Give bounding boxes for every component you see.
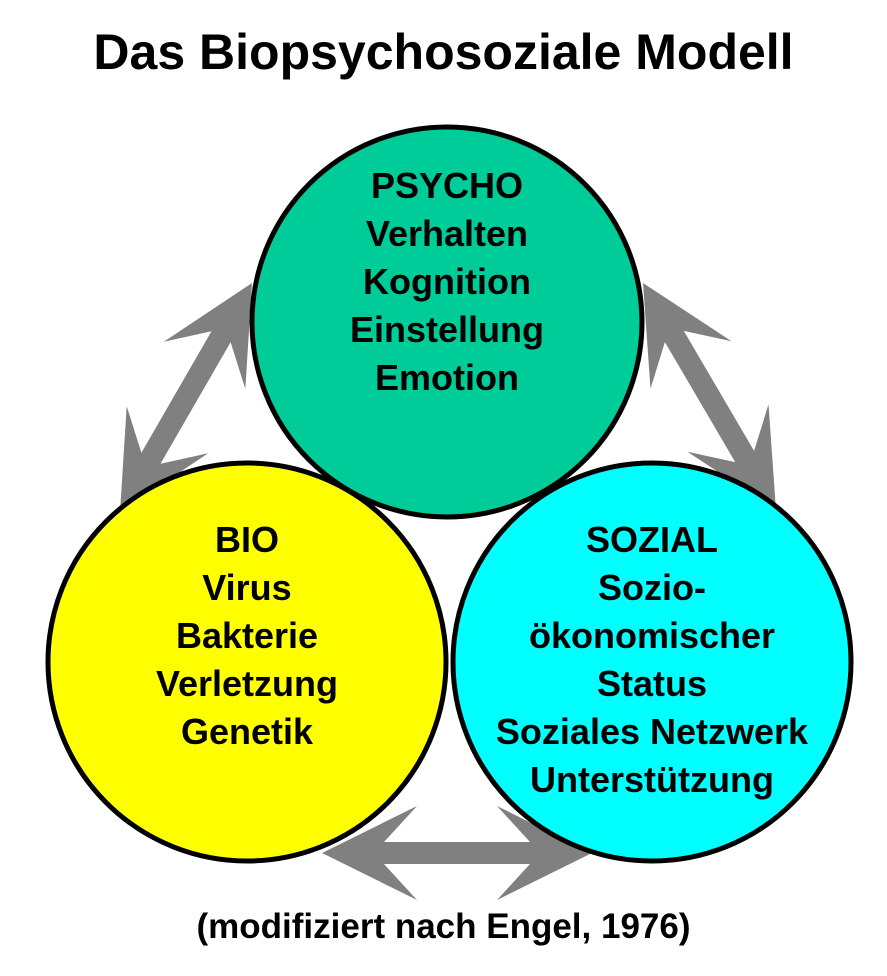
bio-heading: BIO: [214, 519, 279, 560]
sozial-item: Sozio-: [598, 567, 706, 608]
bio-item: Genetik: [180, 711, 314, 752]
sozial-item: Soziales Netzwerk: [495, 711, 809, 752]
bio-item: Virus: [202, 567, 292, 608]
sozial-label: SOZIAL Sozio- ökonomischer Status Sozial…: [452, 516, 852, 804]
sozial-item: Status: [596, 663, 708, 704]
arrow-bio-psycho: [120, 283, 252, 512]
psycho-item: Kognition: [363, 261, 531, 302]
psycho-item: Emotion: [375, 357, 519, 398]
bio-item: Bakterie: [175, 615, 319, 656]
circle-psycho: [249, 124, 645, 520]
psycho-label: PSYCHO Verhalten Kognition Einstellung E…: [297, 162, 597, 402]
circle-bio: [45, 460, 449, 864]
diagram-title: Das Biopsychosoziale Modell: [93, 24, 794, 80]
sozial-heading: SOZIAL: [586, 519, 718, 560]
sozial-item: Unterstützung: [530, 759, 774, 800]
sozial-item: ökonomischer: [528, 615, 776, 656]
psycho-item: Verhalten: [365, 213, 529, 254]
psycho-item: Einstellung: [349, 309, 544, 350]
bio-item: Verletzung: [155, 663, 339, 704]
source-caption: (modifiziert nach Engel, 1976): [196, 907, 691, 946]
circle-sozial: [450, 460, 854, 864]
arrow-bio-sozial: [322, 806, 592, 900]
psycho-heading: PSYCHO: [370, 165, 524, 206]
bio-label: BIO Virus Bakterie Verletzung Genetik: [97, 516, 397, 756]
arrow-psycho-sozial: [643, 283, 776, 510]
